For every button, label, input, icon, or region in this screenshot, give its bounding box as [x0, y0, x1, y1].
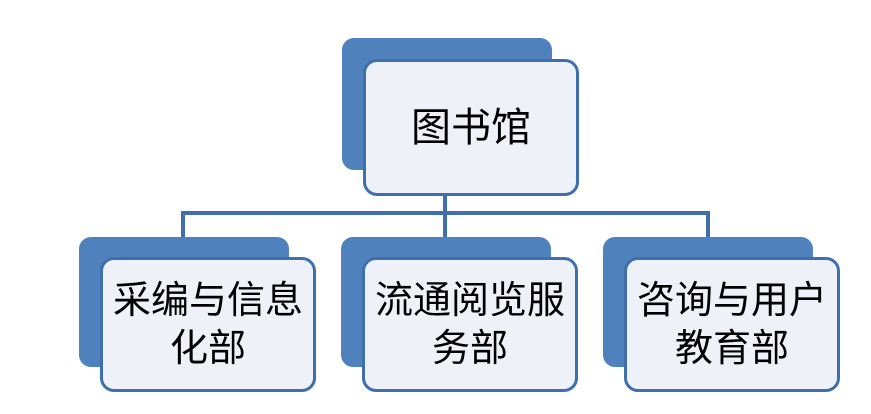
root-node-card: 图书馆 [363, 59, 579, 196]
root-node-label: 图书馆 [411, 104, 531, 151]
child-2-stem-connector [443, 211, 447, 239]
child-node-3-card: 咨询与用户教育部 [624, 257, 840, 392]
child-3-stem-connector [706, 211, 710, 239]
child-node-3-label: 咨询与用户教育部 [637, 278, 828, 370]
child-node-2-label: 流通阅览服务部 [375, 278, 566, 370]
child-1-stem-connector [181, 211, 185, 239]
child-node-2-card: 流通阅览服务部 [362, 257, 578, 392]
child-node-1-label: 采编与信息化部 [113, 278, 304, 370]
child-node-1-card: 采编与信息化部 [100, 257, 316, 392]
